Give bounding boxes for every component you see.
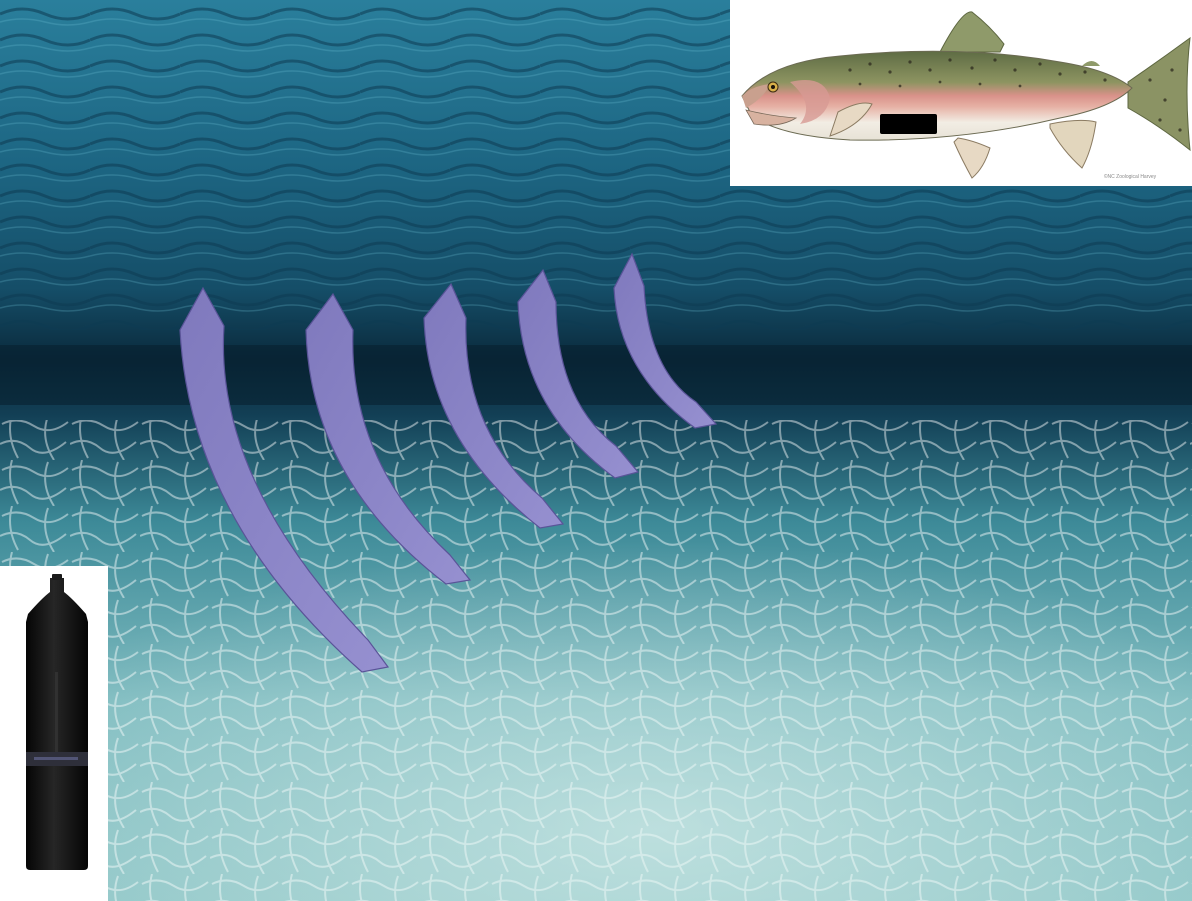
dark-horizon-band: [0, 345, 1192, 405]
sand-light-glow: [0, 420, 1192, 901]
fish-illustration-credit: ©NC Zoological Harvey: [1104, 173, 1157, 180]
black-transmitter-tag-icon: [880, 114, 937, 134]
receiver-inset: [0, 566, 108, 901]
fish-inset: ©NC Zoological Harvey: [730, 0, 1192, 186]
acoustic-receiver-icon: [26, 574, 88, 870]
